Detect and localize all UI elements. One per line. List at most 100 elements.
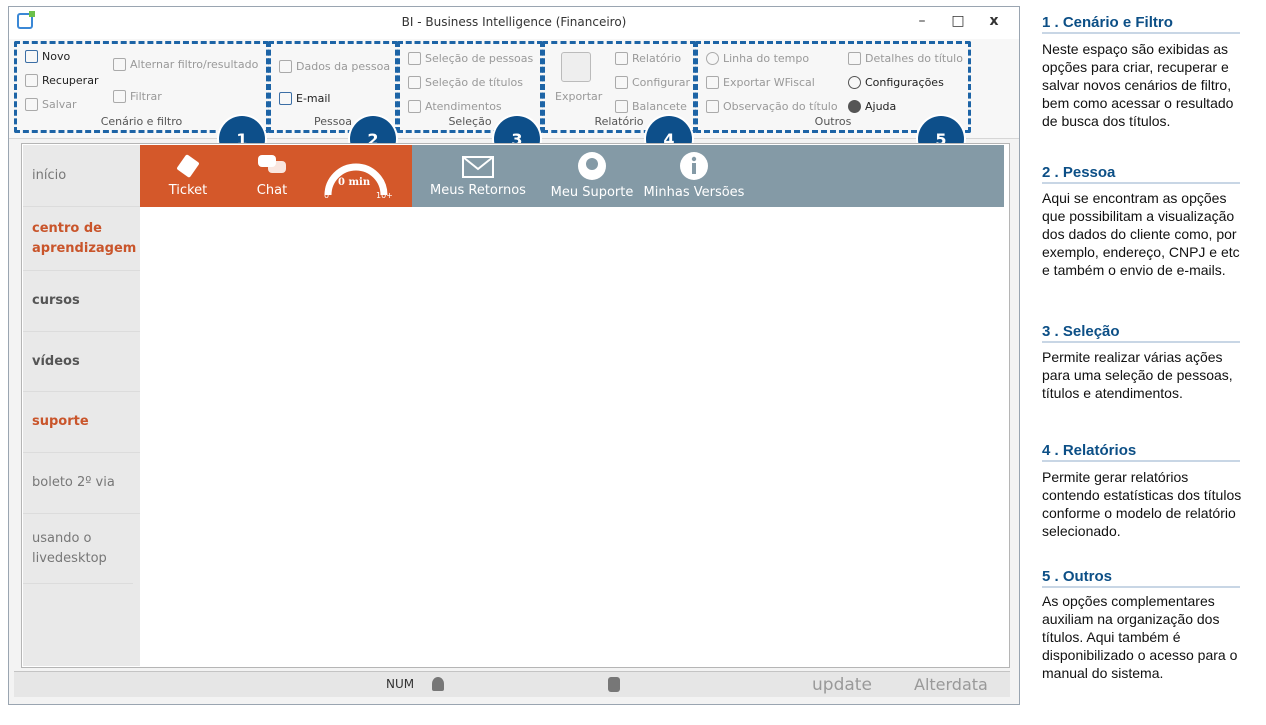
status-bar: NUM update Alterdata	[14, 671, 1010, 697]
support-icon	[408, 100, 421, 113]
detalhes-button[interactable]: Detalhes do título	[848, 52, 963, 65]
email-button[interactable]: E-mail	[279, 92, 331, 105]
exportar-button[interactable]: Exportar	[555, 90, 603, 103]
note-title-5: 5 . Outros	[1042, 568, 1240, 588]
sidebar-item-livedesktop[interactable]: usando o livedesktop	[23, 514, 133, 584]
mail-icon	[279, 92, 292, 105]
atendimentos-button[interactable]: Atendimentos	[408, 100, 502, 113]
app-window: BI - Business Intelligence (Financeiro) …	[8, 6, 1020, 705]
wait-gauge: 0 min 0 10+	[320, 149, 393, 203]
note-text-2: Aqui se encontram as opções que possibil…	[1042, 190, 1240, 278]
support-toolbar: Ticket Chat 0 min 0 10+	[140, 145, 412, 207]
maximize-button[interactable]: □	[951, 13, 965, 29]
balancete-button[interactable]: Balancete	[615, 100, 687, 113]
ajuda-button[interactable]: Ajuda	[848, 100, 896, 113]
configurar-button[interactable]: Configurar	[615, 76, 690, 89]
ticket-icon	[177, 154, 199, 178]
filtrar-label: Filtrar	[130, 90, 162, 103]
selecao-pessoas-button[interactable]: Seleção de pessoas	[408, 52, 533, 65]
configuracoes-button[interactable]: Configurações	[848, 76, 944, 89]
note-title-4: 4 . Relatórios	[1042, 442, 1240, 462]
gauge-min-label: 0	[324, 191, 330, 200]
note-icon	[706, 100, 719, 113]
main-content: início centro de aprendizagem cursos víd…	[21, 143, 1010, 668]
group-relatorio: Exportar Relatório Configurar Balancete …	[542, 41, 696, 133]
title-bar: BI - Business Intelligence (Financeiro) …	[9, 7, 1019, 39]
group-selecao: Seleção de pessoas Seleção de títulos At…	[397, 41, 543, 133]
ribbon: Novo Recuperar Salvar Alternar filtro/re…	[9, 39, 1019, 139]
observacao-button[interactable]: Observação do título	[706, 100, 838, 113]
sidebar-item-centro[interactable]: centro de aprendizagem	[23, 207, 140, 271]
gauge-value: 0 min	[338, 177, 371, 188]
filter-icon	[113, 90, 126, 103]
group-label: Outros	[814, 115, 852, 128]
person-card-icon	[279, 60, 292, 73]
chat-button[interactable]: Chat	[244, 153, 300, 198]
export-icon	[561, 52, 591, 82]
balancete-label: Balancete	[632, 100, 687, 113]
chat-icon	[258, 155, 286, 173]
details-icon	[848, 52, 861, 65]
update-logo: update	[812, 675, 872, 695]
salvar-button[interactable]: Salvar	[25, 98, 77, 111]
salvar-label: Salvar	[42, 98, 77, 111]
alternar-button[interactable]: Alternar filtro/resultado	[113, 58, 258, 71]
detalhes-label: Detalhes do título	[865, 52, 963, 65]
sidebar-item-inicio[interactable]: início	[23, 145, 140, 207]
clock-icon	[706, 52, 719, 65]
user-icon	[432, 677, 444, 691]
exportar-wfiscal-button[interactable]: Exportar WFiscal	[706, 76, 815, 89]
filtrar-button[interactable]: Filtrar	[113, 90, 162, 103]
people-icon	[408, 52, 421, 65]
swap-icon	[113, 58, 126, 71]
new-icon	[25, 50, 38, 63]
sidebar-item-suporte[interactable]: suporte	[23, 392, 140, 453]
sidebar: início centro de aprendizagem cursos víd…	[23, 145, 140, 666]
group-label: Pessoa	[314, 115, 352, 128]
close-button[interactable]: x	[989, 13, 999, 29]
minimize-button[interactable]: –	[918, 13, 926, 29]
gear-icon	[615, 76, 628, 89]
dados-pessoa-button[interactable]: Dados da pessoa	[279, 60, 390, 73]
atendimentos-label: Atendimentos	[425, 100, 502, 113]
versoes-label: Minhas Versões	[643, 185, 745, 200]
ticket-label: Ticket	[168, 183, 208, 198]
cursor-icon	[408, 76, 421, 89]
retornos-label: Meus Retornos	[430, 183, 526, 198]
open-icon	[25, 74, 38, 87]
selecao-titulos-button[interactable]: Seleção de títulos	[408, 76, 523, 89]
note-text-4: Permite gerar relatórios contendo estatí…	[1042, 469, 1242, 539]
note-text-1: Neste espaço são exibidas as opções para…	[1042, 41, 1234, 129]
novo-button[interactable]: Novo	[25, 50, 70, 63]
settings-icon	[848, 76, 861, 89]
database-icon	[608, 677, 620, 692]
selecao-titulos-label: Seleção de títulos	[425, 76, 524, 89]
note-text-3: Permite realizar várias ações para uma s…	[1042, 349, 1233, 401]
alternar-label: Alternar filtro/resultado	[130, 58, 259, 71]
meus-retornos-button[interactable]: Meus Retornos	[426, 155, 530, 198]
ticket-button[interactable]: Ticket	[160, 153, 216, 198]
minhas-versoes-button[interactable]: Minhas Versões	[640, 151, 748, 200]
save-icon	[25, 98, 38, 111]
note-title-2: 2 . Pessoa	[1042, 164, 1240, 184]
group-label: Seleção	[448, 115, 492, 128]
wfiscal-label: Exportar WFiscal	[723, 76, 815, 89]
meu-suporte-button[interactable]: Meu Suporte	[546, 151, 638, 200]
alterdata-logo: Alterdata	[914, 675, 988, 694]
novo-label: Novo	[42, 50, 71, 63]
recuperar-label: Recuperar	[42, 74, 99, 87]
chat-label: Chat	[256, 183, 288, 198]
note-title-1: 1 . Cenário e Filtro	[1042, 14, 1240, 34]
observacao-label: Observação do título	[723, 100, 838, 113]
sidebar-item-videos[interactable]: vídeos	[23, 332, 140, 392]
recuperar-button[interactable]: Recuperar	[25, 74, 98, 87]
group-cenario: Novo Recuperar Salvar Alternar filtro/re…	[14, 41, 269, 133]
gauge-icon	[324, 163, 388, 196]
group-label: Cenário e filtro	[100, 115, 183, 128]
group-outros: Linha do tempo Exportar WFiscal Observaç…	[695, 41, 971, 133]
linha-tempo-button[interactable]: Linha do tempo	[706, 52, 809, 65]
sidebar-item-boleto[interactable]: boleto 2º via	[23, 453, 140, 514]
sidebar-item-cursos[interactable]: cursos	[23, 271, 140, 332]
selecao-pessoas-label: Seleção de pessoas	[425, 52, 534, 65]
relatorio-button[interactable]: Relatório	[615, 52, 681, 65]
